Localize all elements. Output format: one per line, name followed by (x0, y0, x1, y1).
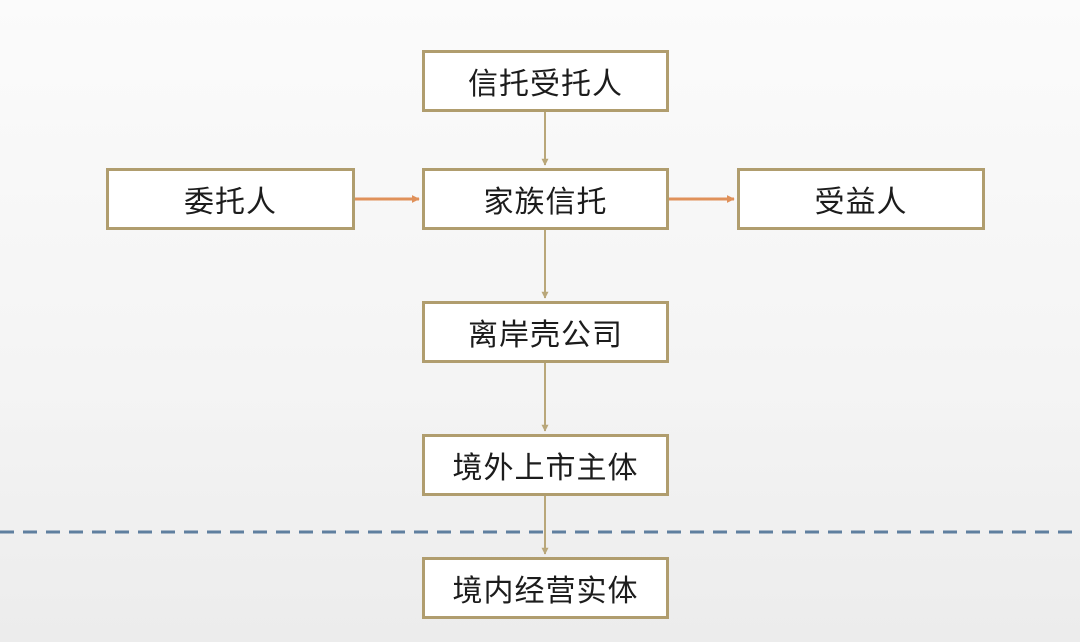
node-trustee: 信托受托人 (422, 50, 669, 112)
node-overseas-listed-entity: 境外上市主体 (422, 434, 669, 496)
node-offshore-company: 离岸壳公司 (422, 301, 669, 363)
node-settlor: 委托人 (106, 168, 355, 230)
node-domestic-operating-entity: 境内经营实体 (422, 557, 669, 619)
node-family-trust: 家族信托 (422, 168, 669, 230)
node-beneficiary: 受益人 (737, 168, 985, 230)
